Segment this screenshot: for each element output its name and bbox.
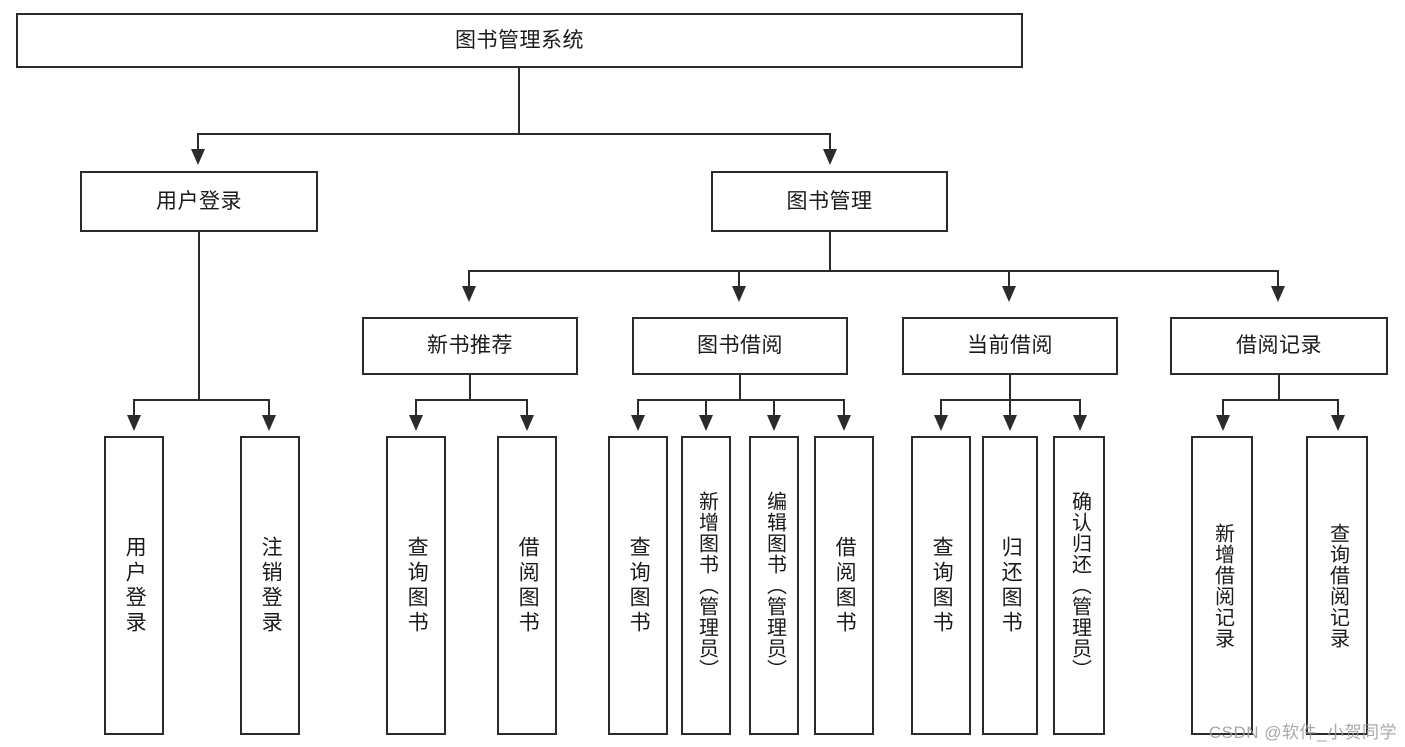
node-label: 图书管理 xyxy=(786,189,873,213)
node-label: 新增借阅记录 xyxy=(1211,522,1234,649)
node-new-book-recommend[interactable]: 新书推荐 xyxy=(362,317,578,375)
connector-book-borrow-drop-4 xyxy=(843,399,845,417)
arrowhead-leaf-user-login xyxy=(127,415,141,431)
connector-current-borrow-drop-1 xyxy=(940,399,942,417)
arrowhead-leaf-confirm-return xyxy=(1073,415,1087,431)
arrowhead-leaf-query-book-1 xyxy=(409,415,423,431)
leaf-return-book[interactable]: 归还图书 xyxy=(982,436,1038,735)
node-label: 归还图书 xyxy=(999,535,1023,636)
arrowhead-leaf-return-book xyxy=(1003,415,1017,431)
node-label: 图书管理系统 xyxy=(455,28,584,52)
connector-book-borrow-drop-2 xyxy=(705,399,707,417)
connector-user-login-stem xyxy=(198,232,200,400)
leaf-borrow-book-recommend[interactable]: 借阅图书 xyxy=(497,436,557,735)
connector-book-management-stem xyxy=(829,232,831,272)
node-user-login[interactable]: 用户登录 xyxy=(80,171,318,232)
connector-new-book-drop-1 xyxy=(415,399,417,417)
connector-user-login-drop-2 xyxy=(268,399,270,417)
node-borrow-record[interactable]: 借阅记录 xyxy=(1170,317,1388,375)
arrowhead-borrow-record xyxy=(1271,286,1285,302)
arrowhead-leaf-query-record xyxy=(1331,415,1345,431)
arrowhead-leaf-query-book-3 xyxy=(934,415,948,431)
arrowhead-new-book-recommend xyxy=(462,286,476,302)
arrowhead-leaf-borrow-book-2 xyxy=(837,415,851,431)
arrowhead-book-management xyxy=(823,149,837,165)
connector-borrow-record-drop-2 xyxy=(1337,399,1339,417)
node-label: 查询图书 xyxy=(405,535,429,636)
connector-current-borrow-drop-3 xyxy=(1079,399,1081,417)
node-label: 新增图书（管理员） xyxy=(695,491,718,680)
node-label: 借阅图书 xyxy=(833,535,857,636)
node-label: 编辑图书（管理员） xyxy=(763,491,786,680)
connector-borrow-record-stem xyxy=(1278,375,1280,401)
leaf-user-login[interactable]: 用户登录 xyxy=(104,436,164,735)
connector-level2-left-drop xyxy=(197,133,199,151)
leaf-confirm-return-admin[interactable]: 确认归还（管理员） xyxy=(1053,436,1105,735)
node-label: 借阅记录 xyxy=(1236,334,1322,358)
connector-borrow-record-drop-1 xyxy=(1222,399,1224,417)
connector-borrow-record-bus xyxy=(1222,399,1339,401)
node-label: 查询图书 xyxy=(930,535,954,636)
connector-level3-drop-2 xyxy=(738,270,740,288)
leaf-add-book-admin[interactable]: 新增图书（管理员） xyxy=(681,436,731,735)
node-label: 当前借阅 xyxy=(967,334,1053,358)
node-label: 注销登录 xyxy=(259,535,283,636)
arrowhead-leaf-add-book xyxy=(699,415,713,431)
node-label: 图书借阅 xyxy=(697,334,783,358)
node-label: 新书推荐 xyxy=(427,334,513,358)
leaf-add-borrow-record[interactable]: 新增借阅记录 xyxy=(1191,436,1253,735)
node-label: 用户登录 xyxy=(123,535,147,636)
connector-root-stem xyxy=(518,68,520,134)
leaf-query-book-current[interactable]: 查询图书 xyxy=(911,436,971,735)
node-book-borrow[interactable]: 图书借阅 xyxy=(632,317,848,375)
connector-book-borrow-drop-3 xyxy=(773,399,775,417)
connector-level2-right-drop xyxy=(829,133,831,151)
arrowhead-leaf-logout xyxy=(262,415,276,431)
arrowhead-leaf-edit-book xyxy=(767,415,781,431)
leaf-query-book-borrow[interactable]: 查询图书 xyxy=(608,436,668,735)
arrowhead-leaf-query-book-2 xyxy=(631,415,645,431)
connector-book-borrow-bus xyxy=(637,399,845,401)
connector-book-borrow-stem xyxy=(739,375,741,401)
connector-current-borrow-stem xyxy=(1009,375,1011,401)
connector-level3-drop-3 xyxy=(1008,270,1010,288)
connector-new-book-bus xyxy=(415,399,528,401)
node-label: 用户登录 xyxy=(156,189,242,213)
connector-current-borrow-drop-2 xyxy=(1009,399,1011,417)
node-current-borrow[interactable]: 当前借阅 xyxy=(902,317,1118,375)
arrowhead-leaf-borrow-book-1 xyxy=(520,415,534,431)
connector-new-book-stem xyxy=(469,375,471,401)
connector-level3-drop-1 xyxy=(468,270,470,288)
leaf-query-book-recommend[interactable]: 查询图书 xyxy=(386,436,446,735)
arrowhead-current-borrow xyxy=(1002,286,1016,302)
connector-level2-bus xyxy=(197,133,831,135)
leaf-edit-book-admin[interactable]: 编辑图书（管理员） xyxy=(749,436,799,735)
node-root-book-management-system[interactable]: 图书管理系统 xyxy=(16,13,1023,68)
connector-user-login-drop-1 xyxy=(133,399,135,417)
connector-level3-drop-4 xyxy=(1277,270,1279,288)
node-label: 确认归还（管理员） xyxy=(1068,491,1091,680)
connector-new-book-drop-2 xyxy=(526,399,528,417)
arrowhead-book-borrow xyxy=(732,286,746,302)
csdn-watermark: CSDN @软件_小贺同学 xyxy=(1208,723,1397,742)
node-label: 查询图书 xyxy=(627,535,651,636)
leaf-logout[interactable]: 注销登录 xyxy=(240,436,300,735)
node-label: 借阅图书 xyxy=(516,535,540,636)
connector-level3-bus xyxy=(468,270,1279,272)
node-label: 查询借阅记录 xyxy=(1326,522,1349,649)
node-book-management[interactable]: 图书管理 xyxy=(711,171,948,232)
connector-user-login-bus xyxy=(133,399,269,401)
arrowhead-user-login xyxy=(191,149,205,165)
leaf-borrow-book[interactable]: 借阅图书 xyxy=(814,436,874,735)
leaf-query-borrow-record[interactable]: 查询借阅记录 xyxy=(1306,436,1368,735)
connector-book-borrow-drop-1 xyxy=(637,399,639,417)
arrowhead-leaf-add-record xyxy=(1216,415,1230,431)
